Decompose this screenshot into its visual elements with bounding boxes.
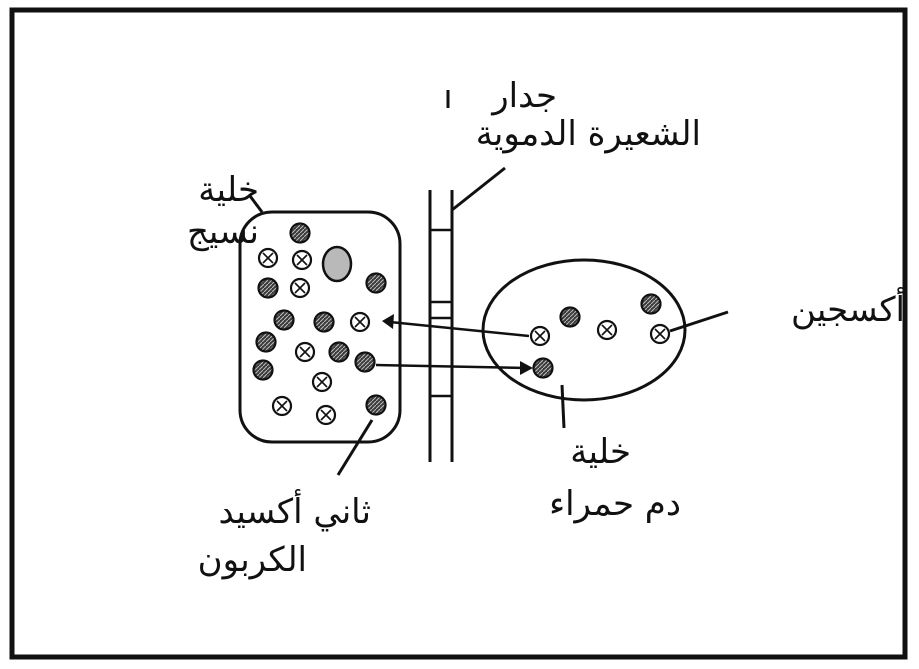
co2-molecule [291,224,310,243]
o2-molecule [317,406,335,424]
o2-molecule [273,397,291,415]
oxygen-label: أكسجين [791,290,905,330]
red-blood-cell-label-line2: دم حمراء [549,484,681,524]
co2-molecule [275,311,294,330]
co2-molecule [259,279,278,298]
o2-molecule [259,249,277,267]
o2-molecule [598,321,616,339]
co2-molecule [254,361,273,380]
capillary-wall-pointer [452,168,505,210]
carbon-dioxide-label-line1: ثاني أكسيد [218,492,371,532]
capillary-wall-label-line1: جدار [492,76,557,116]
tissue-cell-label-line1: خلية [198,170,259,210]
o2-molecule [531,327,549,345]
co2-molecule [642,295,661,314]
o2-molecule [293,251,311,269]
capillary-wall-label-line2: الشعيرة الدموية [476,114,701,154]
outer-border [12,10,905,657]
o2-molecule [291,279,309,297]
red-blood-cell-label-line1: خلية [570,432,631,472]
co2-molecule [315,313,334,332]
o2-molecule [651,325,669,343]
co2-molecule [367,396,386,415]
o2-molecule [313,373,331,391]
red-blood-cell [483,260,728,428]
co2-molecule [356,353,375,372]
co2-molecule [534,359,553,378]
nucleus-icon [323,247,351,281]
o2-molecule [296,343,314,361]
co2-molecule [330,343,349,362]
carbon-dioxide-label-line2: الكربون [198,540,307,580]
o2-molecule [351,313,369,331]
tissue-cell-label-line2: نسيج [187,212,259,252]
tissue-cell [240,196,400,475]
red-blood-cell-pointer [562,385,564,428]
co2-molecule [257,333,276,352]
co2-molecule [367,274,386,293]
co2-molecule [561,308,580,327]
